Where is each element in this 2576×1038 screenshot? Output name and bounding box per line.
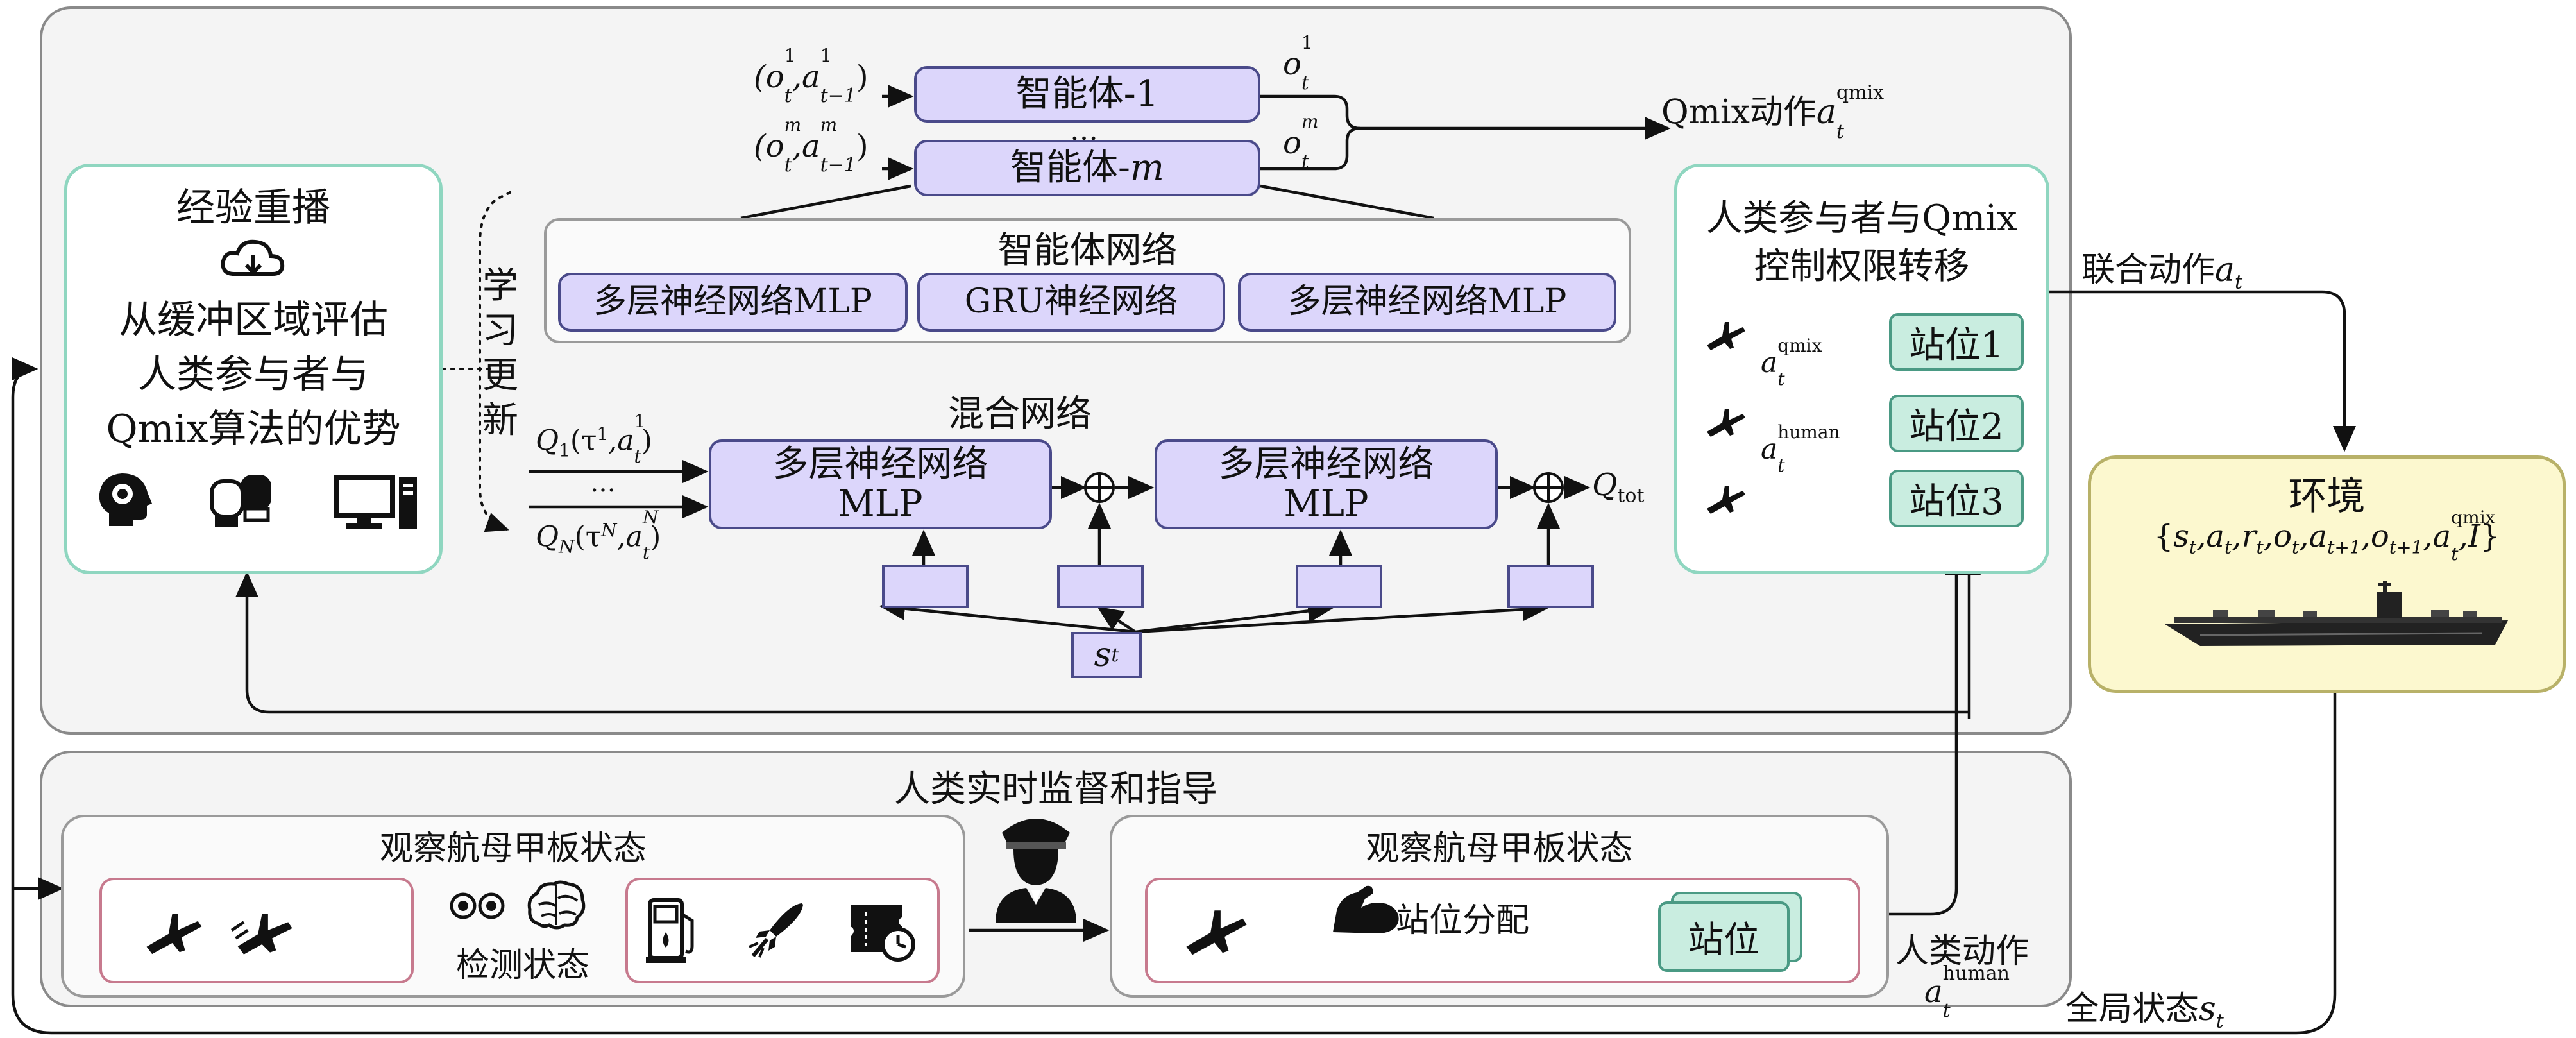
mixing-network-title: 混合网络 bbox=[948, 393, 1092, 435]
experience-replay-title: 经验重播 bbox=[176, 185, 330, 230]
learning-update-char-1: 学 bbox=[482, 265, 518, 307]
ticket-clock-icon bbox=[851, 905, 915, 962]
station-1-box: 站位1 bbox=[1889, 313, 2024, 371]
cloud-download-icon bbox=[221, 239, 285, 276]
environment-box bbox=[2088, 455, 2566, 693]
airplane-icon bbox=[1707, 322, 1745, 350]
station-assignment-label: 站位分配 bbox=[1395, 901, 1529, 940]
agent-1-box: 智能体-1 bbox=[914, 66, 1260, 123]
airplane-fueling-icon bbox=[230, 914, 292, 955]
pilot-officer-icon bbox=[996, 819, 1076, 923]
station-3-box: 站位3 bbox=[1889, 470, 2024, 527]
station-stack-front: 站位 bbox=[1658, 901, 1790, 972]
station-2-box: 站位2 bbox=[1889, 395, 2024, 452]
joint-action-label: 联合动作at bbox=[2081, 251, 2243, 294]
airplane-icon bbox=[146, 914, 202, 955]
airplane-icon bbox=[1186, 910, 1247, 955]
control-transfer-title-1: 人类参与者与Qmix bbox=[1706, 198, 2017, 239]
learning-update-char-2: 习 bbox=[482, 310, 518, 352]
airplane-icon bbox=[1707, 486, 1745, 514]
computer-icon bbox=[334, 475, 417, 529]
fuel-pump-icon bbox=[646, 898, 694, 963]
detect-state-label: 检测状态 bbox=[455, 946, 589, 985]
global-state-label: 全局状态st bbox=[2065, 990, 2224, 1033]
aircraft-carrier-icon bbox=[2165, 581, 2508, 646]
hypernet-square-3 bbox=[1296, 565, 1382, 608]
agent-m-box: 智能体-m bbox=[914, 140, 1260, 196]
experience-replay-line1: 从缓冲区域评估 bbox=[119, 298, 388, 343]
agent-network-layer-gru: GRU神经网络 bbox=[917, 273, 1225, 332]
environment-title: 环境 bbox=[2288, 474, 2366, 519]
learning-update-char-3: 更 bbox=[482, 355, 518, 396]
hypernet-square-2 bbox=[1057, 565, 1144, 608]
experience-replay-line2: 人类参与者与 bbox=[138, 352, 369, 397]
control-transfer-title-2: 控制权限转移 bbox=[1754, 246, 1970, 287]
agent-network-title: 智能体网络 bbox=[997, 230, 1178, 271]
hypernet-square-4 bbox=[1507, 565, 1594, 608]
experience-replay-line3: Qmix算法的优势 bbox=[106, 407, 401, 452]
agent-network-layer-mlp-1: 多层神经网络MLP bbox=[558, 273, 908, 332]
observe-left-aircraft-box bbox=[99, 878, 414, 983]
boxing-gloves-icon bbox=[210, 475, 271, 527]
eyes-icon bbox=[450, 892, 505, 919]
observe-right-title: 观察航母甲板状态 bbox=[1366, 830, 1633, 868]
hypernet-square-1 bbox=[882, 565, 969, 608]
human-supervision-title: 人类实时监督和指导 bbox=[894, 769, 1217, 810]
human-action-label: 人类动作 bbox=[1895, 932, 2029, 971]
learning-update-char-4: 新 bbox=[482, 400, 518, 441]
qtot-label: Qtot bbox=[1592, 467, 1645, 507]
airplane-icon bbox=[1707, 409, 1745, 437]
flexed-arm-icon bbox=[1333, 885, 1399, 933]
agent-network-layer-mlp-2: 多层神经网络MLP bbox=[1238, 273, 1616, 332]
q-inputs-ellipsis: … bbox=[590, 468, 616, 498]
brain-icon bbox=[527, 880, 586, 930]
observe-left-title: 观察航母甲板状态 bbox=[379, 830, 647, 868]
missile-icon bbox=[749, 903, 803, 958]
brain-head-icon bbox=[99, 473, 152, 526]
